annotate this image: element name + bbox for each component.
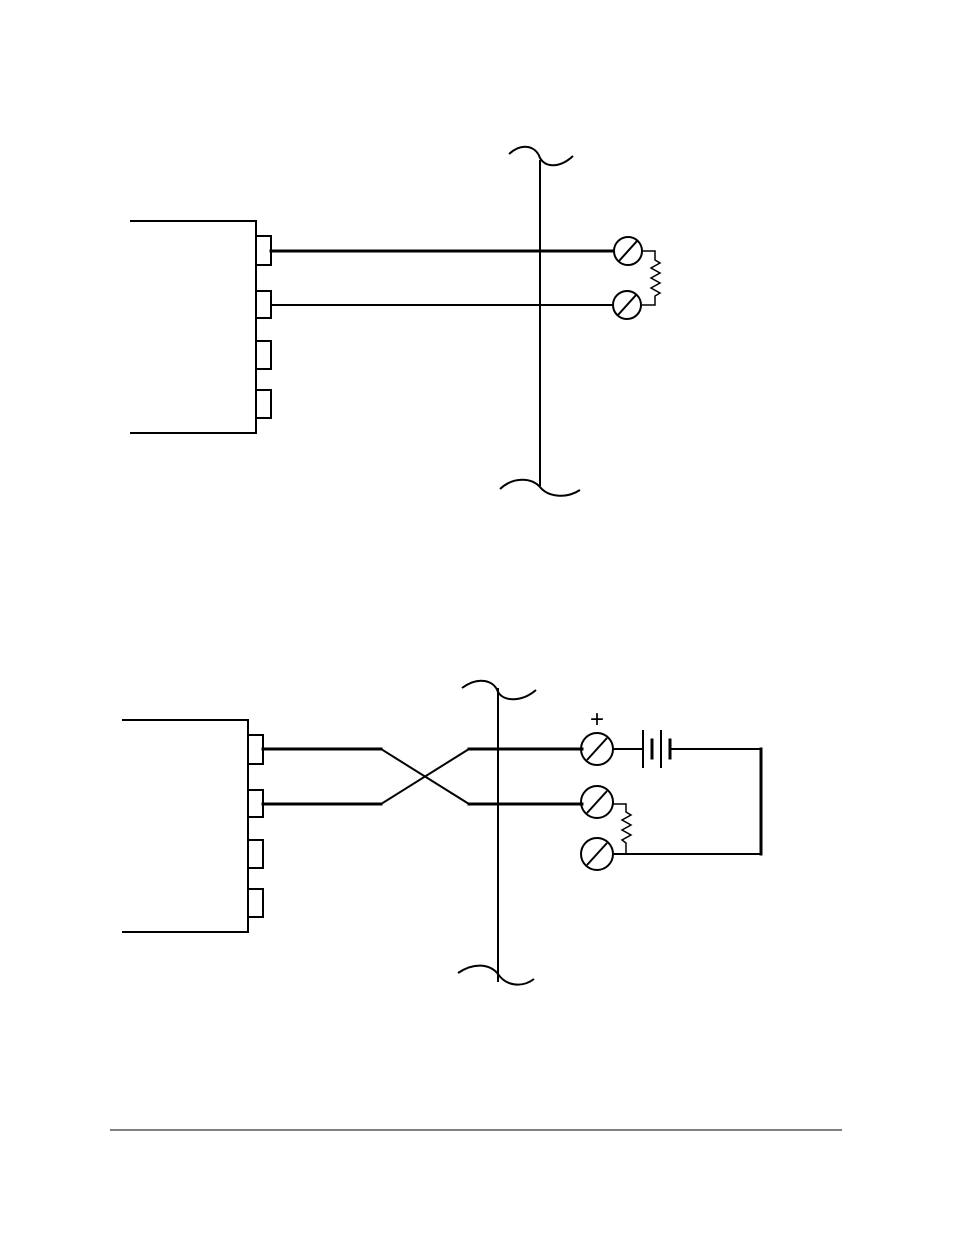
module-terminal-4 xyxy=(256,390,271,418)
module-terminal-3 xyxy=(248,840,263,868)
field-terminal-3 xyxy=(581,838,613,870)
module-terminal-1 xyxy=(256,236,271,265)
module-terminal-3 xyxy=(256,341,271,369)
module-box-outline xyxy=(122,720,248,932)
module-box-outline xyxy=(130,221,256,433)
module-terminal-2 xyxy=(256,291,271,318)
battery-icon xyxy=(613,730,761,768)
diagram-two-wire-sensor xyxy=(130,147,660,496)
field-terminal-1 xyxy=(581,733,613,765)
field-terminal-2 xyxy=(613,291,641,319)
module-terminal-2 xyxy=(248,790,263,817)
resistor-icon xyxy=(641,251,660,305)
battery-polarity-label: + xyxy=(590,706,604,733)
field-terminal-1 xyxy=(614,237,642,265)
cable-break-bottom xyxy=(458,966,534,985)
module-terminal-1 xyxy=(248,735,263,764)
resistor-icon xyxy=(613,804,631,854)
module-terminal-4 xyxy=(248,889,263,917)
field-terminal-2 xyxy=(581,786,613,818)
diagram-powered-loop: + xyxy=(122,681,761,985)
